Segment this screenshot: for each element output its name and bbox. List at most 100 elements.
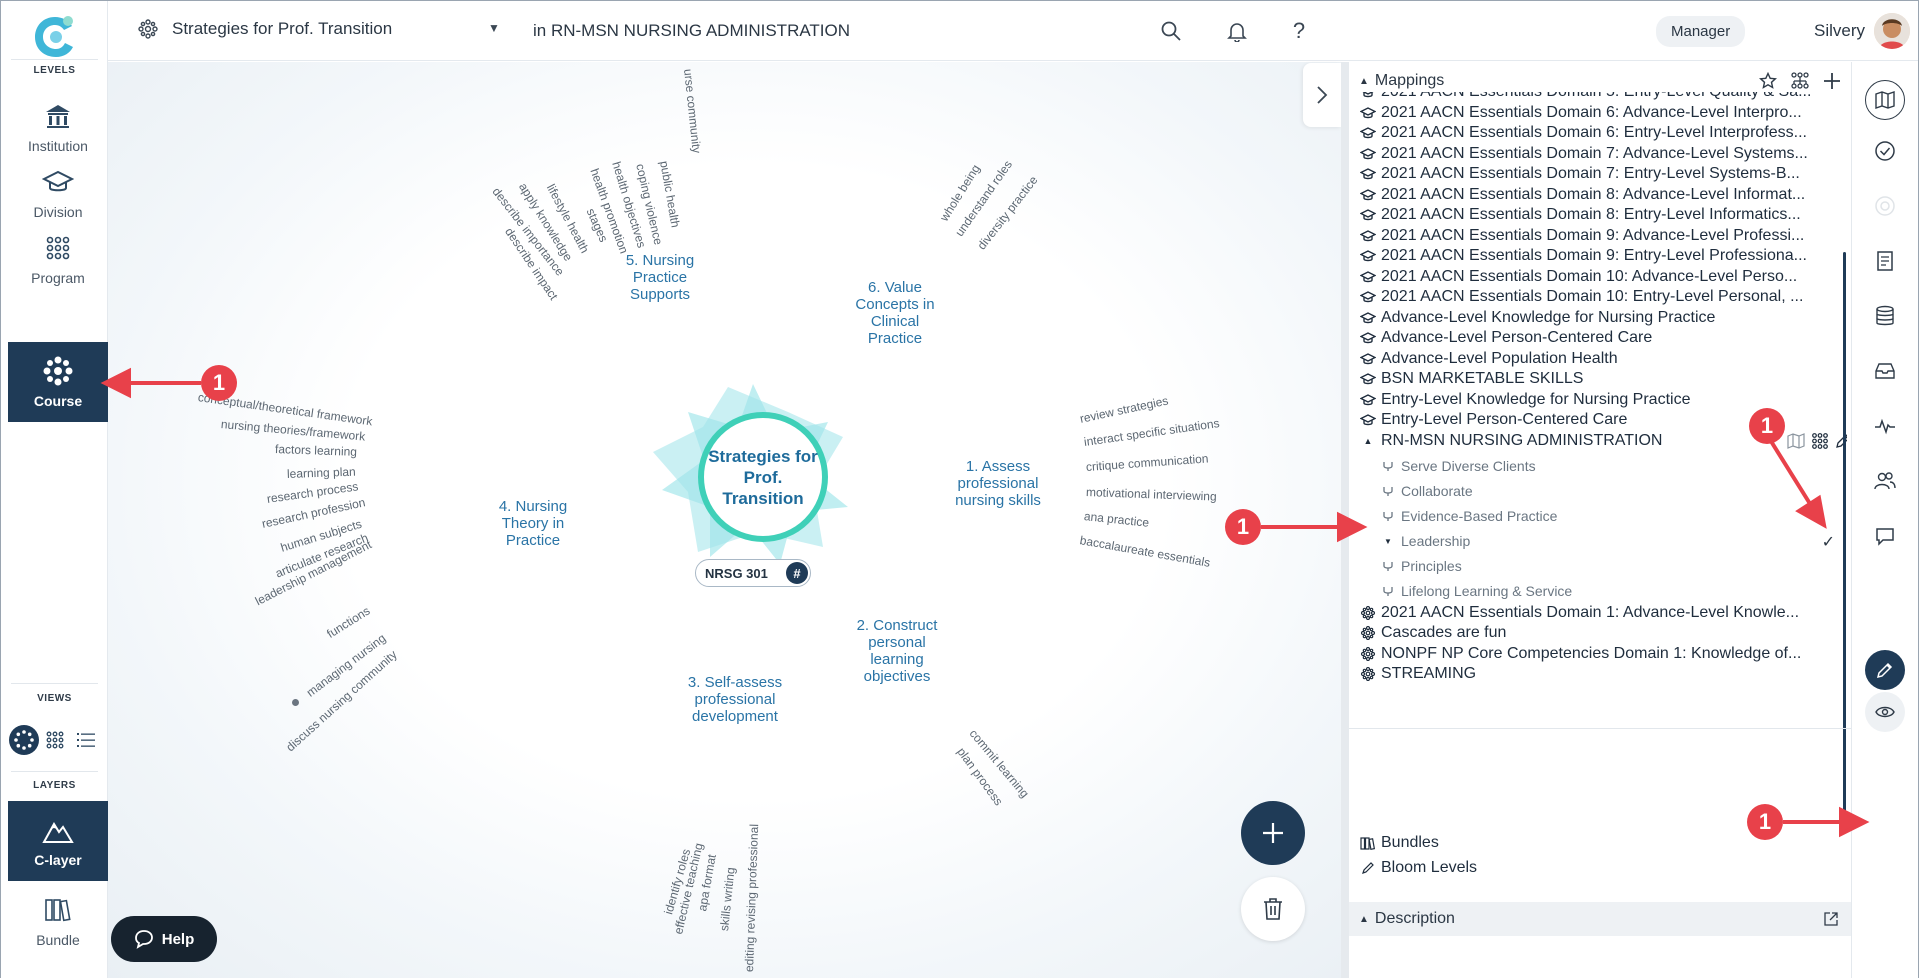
- mapping-row[interactable]: 2021 AACN Essentials Domain 1: Advance-L…: [1359, 603, 1839, 623]
- comments-button[interactable]: [1867, 518, 1903, 554]
- grid-view-button[interactable]: [40, 725, 70, 755]
- mapping-row[interactable]: 2021 AACN Essentials Domain 10: Advance-…: [1359, 267, 1839, 287]
- outcome-3[interactable]: 3. Self-assess professional development: [687, 674, 783, 725]
- mapping-row[interactable]: 2021 AACN Essentials Domain 8: Entry-Lev…: [1359, 205, 1839, 225]
- mappings-list[interactable]: 2021 AACN Essentials Domain 5: Entry-Lev…: [1359, 92, 1847, 882]
- outcome-2[interactable]: 2. Construct personal learning objective…: [856, 617, 938, 685]
- caret-up-icon[interactable]: ▲: [1359, 75, 1369, 87]
- sub-mapping-row[interactable]: Serve Diverse Clients: [1381, 456, 1841, 476]
- add-mapping-button[interactable]: [1821, 70, 1843, 92]
- map-icon[interactable]: [1787, 433, 1805, 449]
- keyword[interactable]: baccalaureate essentials: [1078, 533, 1212, 570]
- role-badge[interactable]: Manager: [1656, 16, 1746, 47]
- layer-bundle[interactable]: Bundle: [8, 881, 108, 961]
- keyword[interactable]: factors learning: [274, 442, 358, 459]
- sub-mapping-row[interactable]: Lifelong Learning & Service: [1381, 581, 1841, 601]
- bloom-levels-row[interactable]: Bloom Levels: [1359, 857, 1659, 879]
- keyword[interactable]: public health: [657, 159, 683, 229]
- mappings-header[interactable]: ▲ Mappings: [1359, 70, 1843, 92]
- add-button[interactable]: [1241, 801, 1305, 865]
- approve-button[interactable]: [1867, 133, 1903, 169]
- inbox-button[interactable]: [1867, 353, 1903, 389]
- hierarchy-button[interactable]: [1789, 70, 1811, 92]
- level-division[interactable]: Division: [8, 153, 108, 233]
- keyword[interactable]: critique communication: [1085, 451, 1209, 474]
- hash-icon[interactable]: #: [786, 562, 808, 584]
- mapping-row[interactable]: 2021 AACN Essentials Domain 7: Entry-Lev…: [1359, 164, 1839, 184]
- mapping-row[interactable]: 2021 AACN Essentials Domain 6: Advance-L…: [1359, 103, 1839, 123]
- mapping-row[interactable]: 2021 AACN Essentials Domain 5: Entry-Lev…: [1359, 92, 1839, 102]
- external-edit-icon[interactable]: [1823, 911, 1839, 927]
- edit-mode-button[interactable]: [1865, 650, 1905, 690]
- mapping-row[interactable]: Entry-Level Person-Centered Care: [1359, 410, 1839, 430]
- search-button[interactable]: [1158, 18, 1184, 44]
- activity-button[interactable]: [1867, 408, 1903, 444]
- keyword[interactable]: skills writing: [717, 866, 738, 932]
- app-logo[interactable]: [31, 13, 79, 61]
- mapping-row[interactable]: NONPF NP Core Competencies Domain 1: Kno…: [1359, 644, 1839, 664]
- users-button[interactable]: [1867, 463, 1903, 499]
- outcome-5[interactable]: 5. Nursing Practice Supports: [625, 252, 695, 303]
- description-header[interactable]: ▲ Description: [1349, 902, 1851, 936]
- level-institution[interactable]: Institution: [8, 87, 108, 167]
- radial-view-button[interactable]: [9, 725, 39, 755]
- collapse-panel-button[interactable]: [1303, 63, 1341, 127]
- help-button[interactable]: Help: [111, 916, 217, 962]
- bundles-row[interactable]: Bundles: [1359, 832, 1659, 854]
- mapping-row[interactable]: 2021 AACN Essentials Domain 6: Entry-Lev…: [1359, 123, 1839, 143]
- sub-mapping-row[interactable]: Evidence-Based Practice: [1381, 506, 1841, 526]
- keyword[interactable]: motivational interviewing: [1085, 485, 1217, 504]
- keyword[interactable]: review strategies: [1078, 393, 1170, 426]
- database-button[interactable]: [1867, 298, 1903, 334]
- caret-down-icon[interactable]: ▼: [1384, 536, 1392, 546]
- sub-mapping-row[interactable]: Collaborate: [1381, 481, 1841, 501]
- outcome-1[interactable]: 1. Assess professional nursing skills: [955, 458, 1041, 509]
- layer-c-layer[interactable]: C-layer: [8, 801, 108, 881]
- caret-up-icon[interactable]: ▲: [1363, 436, 1373, 446]
- sub-mapping-row[interactable]: Principles: [1381, 556, 1841, 576]
- mapping-row[interactable]: Entry-Level Knowledge for Nursing Practi…: [1359, 390, 1839, 410]
- mapping-row-expanded[interactable]: ▲ RN-MSN NURSING ADMINISTRATION: [1359, 431, 1839, 451]
- map-view-button[interactable]: [1865, 80, 1905, 120]
- mapping-row[interactable]: Advance-Level Population Health: [1359, 349, 1839, 369]
- hub-title[interactable]: Strategies for Prof. Transition: [698, 412, 828, 542]
- notifications-button[interactable]: [1224, 18, 1250, 44]
- mapping-row[interactable]: 2021 AACN Essentials Domain 9: Advance-L…: [1359, 226, 1839, 246]
- level-course[interactable]: Course: [8, 342, 108, 422]
- keyword[interactable]: ana practice: [1083, 509, 1150, 530]
- help-icon[interactable]: ?: [1292, 18, 1306, 43]
- course-selector[interactable]: Strategies for Prof. Transition: [138, 19, 392, 39]
- level-program[interactable]: Program: [8, 219, 108, 299]
- caret-up-icon[interactable]: ▲: [1359, 913, 1369, 925]
- syllabus-button[interactable]: [1867, 243, 1903, 279]
- mapping-row[interactable]: Advance-Level Knowledge for Nursing Prac…: [1359, 308, 1839, 328]
- program-grid-icon[interactable]: [1811, 432, 1829, 450]
- outcome-6[interactable]: 6. Value Concepts in Clinical Practice: [855, 279, 935, 347]
- mapping-row[interactable]: STREAMING: [1359, 664, 1839, 684]
- outcome-4[interactable]: 4. Nursing Theory in Practice: [498, 498, 568, 549]
- course-code-tag[interactable]: NRSG 301 #: [695, 559, 811, 587]
- preview-mode-button[interactable]: [1865, 692, 1905, 732]
- favorite-button[interactable]: [1757, 70, 1779, 92]
- mapping-row[interactable]: 2021 AACN Essentials Domain 8: Advance-L…: [1359, 185, 1839, 205]
- delete-button[interactable]: [1241, 877, 1305, 941]
- list-view-button[interactable]: [71, 725, 101, 755]
- keyword[interactable]: editing revising professional: [742, 823, 762, 973]
- disabled-target-button[interactable]: [1867, 188, 1903, 224]
- mapping-row[interactable]: 2021 AACN Essentials Domain 9: Entry-Lev…: [1359, 246, 1839, 266]
- avatar[interactable]: [1874, 13, 1910, 49]
- mapping-row[interactable]: BSN MARKETABLE SKILLS: [1359, 369, 1839, 389]
- user-name[interactable]: Silvery: [1814, 21, 1866, 40]
- mapping-row[interactable]: Cascades are fun: [1359, 623, 1839, 643]
- keyword[interactable]: urse community: [681, 68, 704, 154]
- keyword[interactable]: leadership management: [252, 537, 374, 609]
- mapping-row[interactable]: 2021 AACN Essentials Domain 10: Entry-Le…: [1359, 287, 1839, 307]
- course-dropdown-caret-icon[interactable]: ▼: [488, 21, 500, 35]
- keyword[interactable]: learning plan: [286, 464, 356, 481]
- sub-mapping-row-selected[interactable]: ▼Leadership ✓: [1381, 531, 1841, 551]
- mapping-row[interactable]: 2021 AACN Essentials Domain 7: Advance-L…: [1359, 144, 1839, 164]
- mappings-scrollbar[interactable]: [1843, 252, 1846, 822]
- keyword[interactable]: functions: [324, 603, 373, 641]
- mind-map-canvas[interactable]: Strategies for Prof. Transition NRSG 301…: [108, 62, 1341, 978]
- mapping-row[interactable]: Advance-Level Person-Centered Care: [1359, 328, 1839, 348]
